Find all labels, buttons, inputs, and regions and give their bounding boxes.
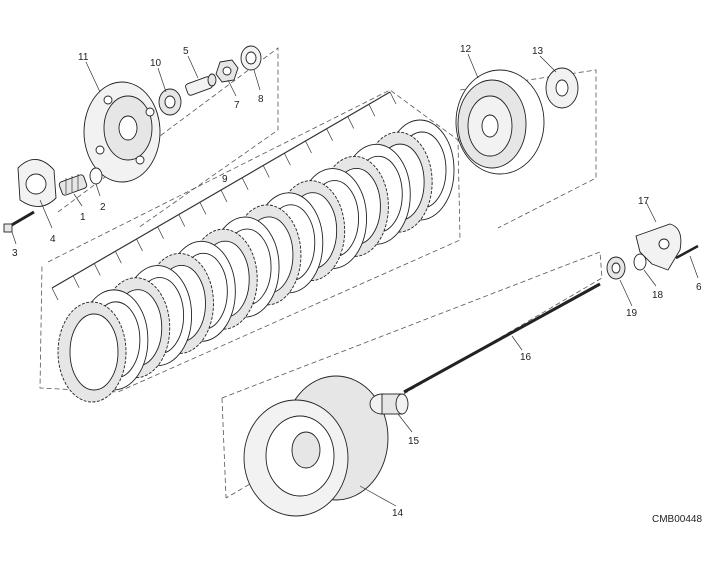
- clutch-basket: [243, 375, 389, 517]
- callout-3: 3: [12, 248, 18, 259]
- bracket-tick: [326, 128, 333, 141]
- bracket-tick: [199, 202, 207, 215]
- clutch-plate-stack: [57, 119, 455, 403]
- pushrod: [403, 282, 601, 394]
- callout-labels: 1 2 3 4 5 6 7 8 9 10 11 12 13 14 15 16 1…: [12, 44, 702, 519]
- leader-lines: [11, 53, 699, 507]
- pressure-plate: [83, 81, 161, 183]
- bracket-tick: [241, 177, 249, 190]
- bracket-tick: [305, 140, 312, 154]
- callout-17: 17: [638, 196, 650, 207]
- bracket-tick: [93, 263, 101, 276]
- bracket-tick: [178, 214, 186, 227]
- o-ring: [633, 253, 647, 271]
- bracket-tick: [51, 287, 59, 301]
- washer: [240, 45, 262, 71]
- clutch-hub: [455, 69, 545, 175]
- callout-14: 14: [392, 508, 404, 519]
- callout-1: 1: [80, 212, 86, 223]
- callout-8: 8: [258, 94, 264, 105]
- callout-12: 12: [460, 44, 472, 55]
- callout-2: 2: [100, 202, 106, 213]
- callout-5: 5: [183, 46, 189, 57]
- bracket-tick: [347, 116, 355, 129]
- bushing: [369, 393, 409, 415]
- callout-13: 13: [532, 46, 544, 57]
- callout-16: 16: [520, 352, 532, 363]
- thrust-washer: [545, 67, 579, 109]
- clutch-plate: [57, 301, 127, 403]
- slave-cylinder: [635, 223, 682, 271]
- slave-piston: [606, 256, 626, 280]
- callout-15: 15: [408, 436, 420, 447]
- bracket-tick: [136, 238, 143, 252]
- nut: [215, 59, 239, 83]
- bracket-tick: [157, 226, 164, 239]
- bracket-tick: [115, 251, 122, 264]
- bolt: [3, 210, 35, 233]
- callout-10: 10: [150, 58, 162, 69]
- callout-11: 11: [78, 52, 89, 63]
- callout-7: 7: [234, 100, 240, 111]
- plate-pack-bracket: [51, 91, 397, 301]
- bearing: [158, 88, 182, 116]
- clutch-spring: [58, 174, 88, 196]
- bracket-tick: [220, 189, 228, 203]
- drawing-code: CMB00448: [652, 514, 702, 525]
- bracket-tick: [284, 153, 291, 166]
- bracket-tick: [72, 275, 80, 288]
- callout-9: 9: [222, 174, 228, 185]
- bracket-tick: [262, 165, 270, 178]
- cylinder-bolt: [675, 244, 699, 260]
- bracket-tick: [389, 91, 397, 105]
- callout-6: 6: [696, 282, 702, 293]
- callout-18: 18: [652, 290, 664, 301]
- bracket-tick: [368, 104, 376, 117]
- spring-cover: [17, 159, 57, 207]
- callout-19: 19: [626, 308, 638, 319]
- callout-4: 4: [50, 234, 56, 245]
- pushrod-piece: [185, 73, 217, 96]
- spring-washer: [89, 167, 103, 185]
